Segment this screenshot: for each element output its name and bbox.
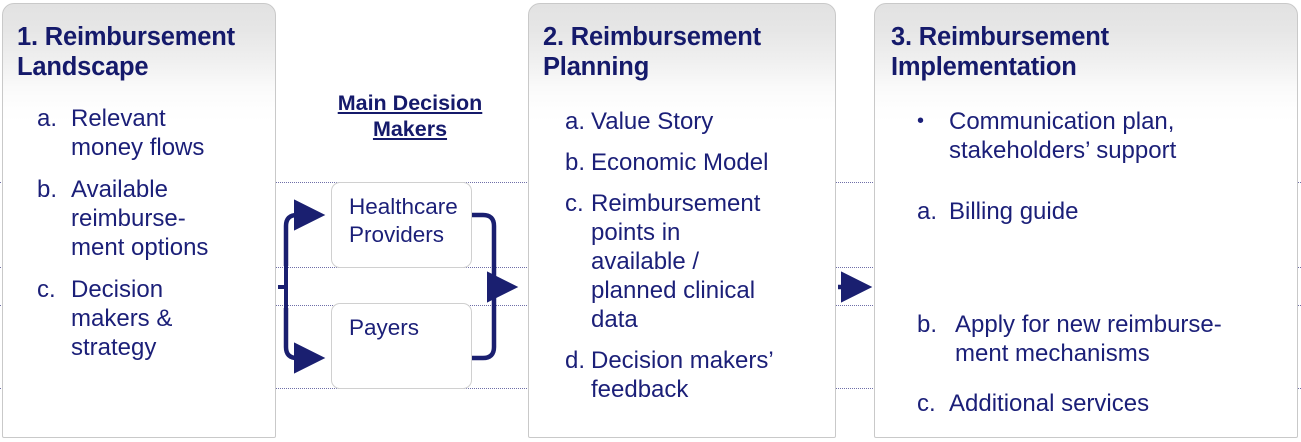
list-item[interactable]: a. Relevant money flows	[37, 104, 265, 162]
connector-to-healthcare-providers	[283, 199, 326, 266]
list-item[interactable]: d. Decision makers’ feedback	[565, 346, 827, 404]
list-item-marker: c.	[565, 190, 584, 217]
list-item-marker: c.	[37, 276, 56, 303]
list-item[interactable]: a. Billing guide	[917, 197, 1299, 226]
list-item-marker: d.	[565, 347, 586, 374]
decision-maker-label: Payers	[349, 315, 420, 340]
list-item-label: Billing guide	[949, 198, 1079, 225]
phase-3-list: • Communication plan, stakeholders’ supp…	[917, 107, 1299, 418]
list-item-label: Reimbursement points in available / plan…	[591, 190, 761, 333]
list-item[interactable]: c. Additional services	[917, 389, 1299, 418]
phase-3-title: 3. Reimbursement Implementation	[891, 23, 1109, 81]
list-item-marker: a.	[917, 198, 938, 225]
main-decision-makers-heading: Main Decision Makers	[337, 91, 483, 141]
list-item-label: Decision makers’ feedback	[591, 347, 774, 403]
list-item-label: Value Story	[591, 108, 714, 135]
list-item-marker: a.	[565, 108, 586, 135]
list-item-label: Relevant money flows	[71, 105, 205, 161]
list-item-marker: b.	[37, 176, 58, 203]
connector-from-healthcare-providers	[472, 212, 497, 282]
list-item-label: Apply for new reimburse- ment mechanisms	[955, 311, 1222, 367]
list-item-marker: •	[917, 110, 925, 132]
connector-from-payers	[472, 292, 497, 361]
list-item[interactable]: b. Available reimburse- ment options	[37, 175, 265, 262]
list-item[interactable]: c. Decision makers & strategy	[37, 275, 265, 362]
list-item-marker: c.	[917, 390, 936, 417]
decision-maker-label: Healthcare Providers	[349, 194, 458, 247]
list-item-marker: a.	[37, 105, 58, 132]
list-item[interactable]: b. Apply for new reimburse- ment mechani…	[917, 310, 1299, 368]
list-item[interactable]: a. Value Story	[565, 107, 827, 136]
list-item-label: Economic Model	[591, 149, 769, 176]
list-item-marker: b.	[565, 149, 586, 176]
phase-panel-2[interactable]: 2. Reimbursement Planning a. Value Story…	[528, 3, 836, 438]
phase-1-list: a. Relevant money flows b. Available rei…	[37, 104, 265, 362]
decision-maker-box-healthcare-providers[interactable]: Healthcare Providers	[331, 182, 472, 268]
list-item-marker: b.	[917, 311, 938, 338]
list-item-label: Decision makers & strategy	[71, 276, 173, 361]
list-item[interactable]: b. Economic Model	[565, 148, 827, 177]
phase-panel-1[interactable]: 1. Reimbursement Landscape a. Relevant m…	[2, 3, 276, 438]
list-item-label: Available reimburse- ment options	[71, 176, 209, 261]
phase-panel-3[interactable]: 3. Reimbursement Implementation • Commun…	[874, 3, 1298, 438]
connector-to-payers	[283, 308, 326, 374]
phase-2-list: a. Value Story b. Economic Model c. Reim…	[565, 107, 827, 404]
phase-2-title: 2. Reimbursement Planning	[543, 23, 761, 81]
list-item-label: Communication plan, stakeholders’ suppor…	[949, 108, 1177, 164]
list-item-label: Additional services	[949, 390, 1150, 417]
list-item[interactable]: c. Reimbursement points in available / p…	[565, 189, 827, 334]
decision-maker-box-payers[interactable]: Payers	[331, 303, 472, 389]
list-item[interactable]: • Communication plan, stakeholders’ supp…	[917, 107, 1299, 165]
phase-1-title: 1. Reimbursement Landscape	[17, 23, 235, 81]
